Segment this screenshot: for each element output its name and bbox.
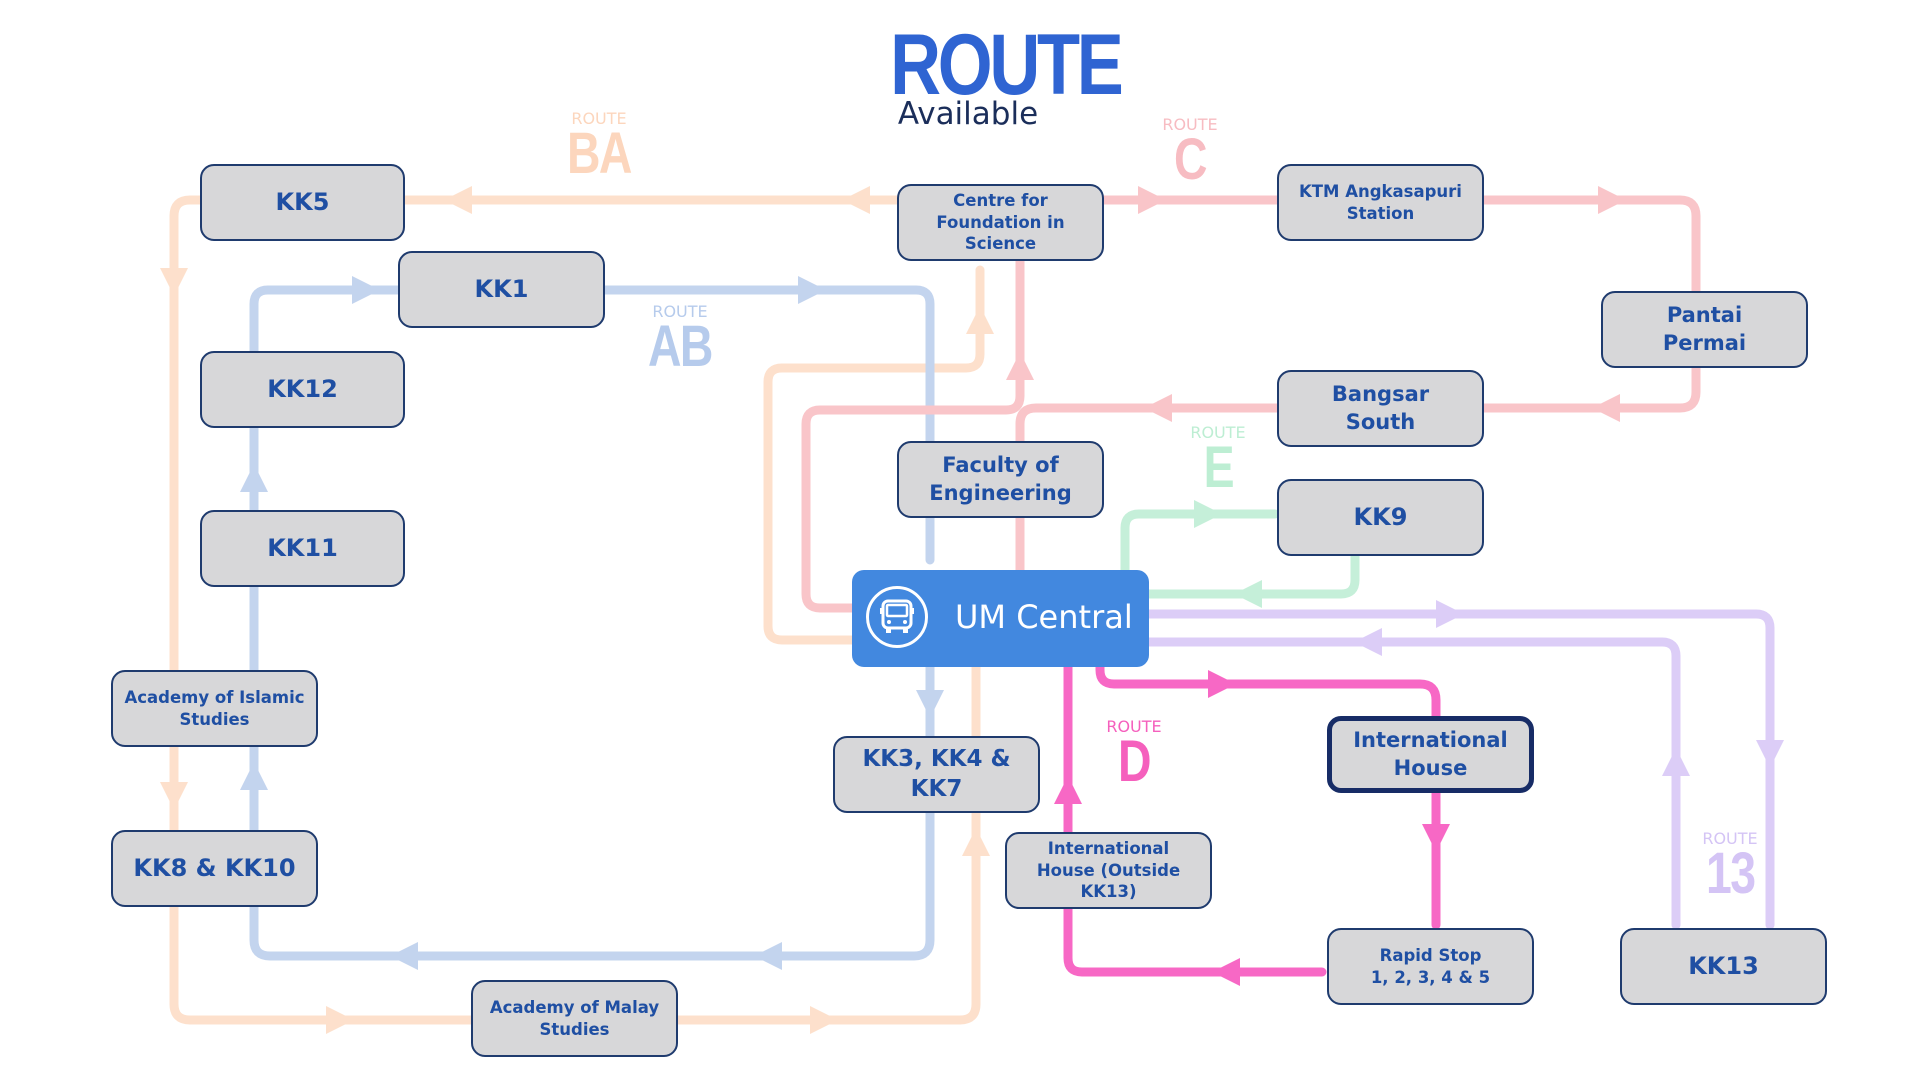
route-label-e: ROUTE E — [1158, 423, 1278, 500]
route-label-code: BA — [567, 121, 632, 186]
stop-kk1[interactable]: KK1 — [398, 251, 605, 328]
route-label-code: 13 — [1705, 841, 1756, 906]
route-label-d: ROUTE D — [1074, 717, 1194, 794]
route-d-line — [1095, 662, 1441, 930]
stop-kk9[interactable]: KK9 — [1277, 479, 1484, 556]
stop-academy-malay-studies[interactable]: Academy of Malay Studies — [471, 980, 678, 1057]
route-13-inner — [1144, 637, 1681, 930]
route-label-word: ROUTE — [1702, 829, 1758, 848]
stop-kk8-kk10[interactable]: KK8 & KK10 — [111, 830, 318, 907]
route-label-code: C — [1174, 127, 1208, 192]
stop-bangsar-south[interactable]: Bangsar South — [1277, 370, 1484, 447]
route-c-top — [1015, 195, 1701, 575]
route-ba-loop — [763, 265, 985, 645]
route-label-ba: ROUTE BA — [539, 109, 659, 186]
stop-kk13[interactable]: KK13 — [1620, 928, 1827, 1005]
stop-rapid-stop[interactable]: Rapid Stop 1, 2, 3, 4 & 5 — [1327, 928, 1534, 1005]
route-e-line — [1120, 509, 1280, 575]
route-label-code: E — [1203, 435, 1234, 500]
route-label-word: ROUTE — [571, 109, 627, 128]
stop-international-house[interactable]: International House — [1327, 716, 1534, 793]
route-d-return — [1063, 662, 1327, 977]
route-label-code: D — [1118, 729, 1152, 794]
stop-centre-foundation-science[interactable]: Centre for Foundation in Science — [897, 184, 1104, 261]
route-label-c: ROUTE C — [1130, 115, 1250, 192]
route-label-word: ROUTE — [1106, 717, 1162, 736]
route-arrows — [160, 186, 1784, 1034]
stop-kk3-kk4-kk7[interactable]: KK3, KK4 & KK7 — [833, 736, 1040, 813]
route-label-code: AB — [648, 314, 713, 379]
stop-academy-islamic-studies[interactable]: Academy of Islamic Studies — [111, 670, 318, 747]
route-label-word: ROUTE — [1162, 115, 1218, 134]
bus-icon — [866, 586, 928, 648]
route-e-return — [1144, 550, 1360, 599]
route-ba-line — [169, 195, 981, 1025]
route-label-word: ROUTE — [1190, 423, 1246, 442]
stop-faculty-engineering[interactable]: Faculty of Engineering — [897, 441, 1104, 518]
route-label-ab: ROUTE AB — [620, 302, 740, 379]
diagram-subtitle: Available — [897, 96, 1039, 132]
stop-kk11[interactable]: KK11 — [200, 510, 405, 587]
diagram-title: ROUTE — [890, 17, 1124, 113]
route-ab-line — [249, 285, 935, 961]
route-c-line — [801, 250, 1025, 613]
stop-um-central[interactable]: UM Central — [852, 570, 1149, 667]
stop-pantai-permai[interactable]: Pantai Permai — [1601, 291, 1808, 368]
stop-international-house-outside-kk13[interactable]: International House (Outside KK13) — [1005, 832, 1212, 909]
um-central-label: UM Central — [955, 598, 1133, 636]
route-13-outer — [1144, 609, 1775, 930]
stop-kk5[interactable]: KK5 — [200, 164, 405, 241]
stop-ktm-angkasapuri[interactable]: KTM Angkasapuri Station — [1277, 164, 1484, 241]
route-label-13: ROUTE 13 — [1670, 829, 1790, 906]
route-label-word: ROUTE — [652, 302, 708, 321]
stop-kk12[interactable]: KK12 — [200, 351, 405, 428]
